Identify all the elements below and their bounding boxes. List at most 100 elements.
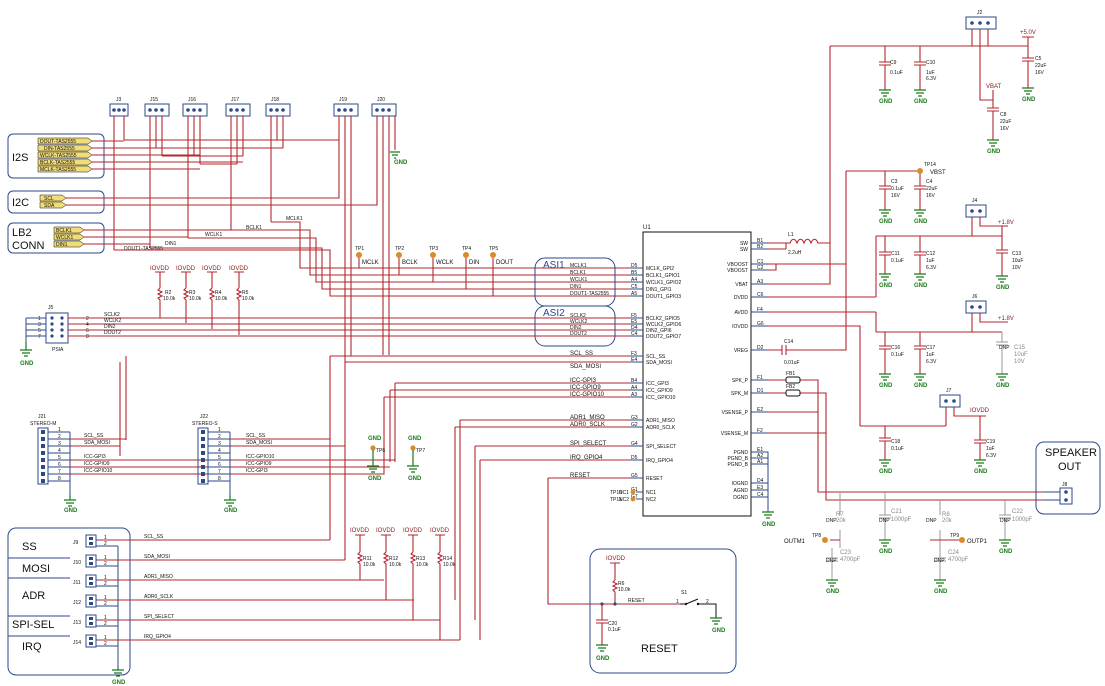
- svg-text:10V: 10V: [1014, 359, 1025, 365]
- svg-text:1: 1: [104, 635, 107, 641]
- outm-tp[interactable]: OUTM1 TP8: [784, 533, 828, 545]
- tp-2[interactable]: TP2 BCLK: [395, 246, 418, 275]
- svg-text:B2: B2: [757, 244, 763, 250]
- header-j16[interactable]: J16: [182, 97, 208, 117]
- svg-text:IOVDD: IOVDD: [970, 408, 990, 414]
- tp-3[interactable]: TP3 WCLK: [429, 246, 453, 282]
- header-j17[interactable]: J17: [225, 97, 251, 117]
- svg-text:ADR1_MISO: ADR1_MISO: [144, 574, 173, 580]
- svg-text:10.0k: 10.0k: [389, 562, 402, 568]
- svg-text:C20: C20: [608, 621, 617, 627]
- i2s-title: I2S: [12, 152, 29, 164]
- svg-text:C19: C19: [986, 439, 995, 445]
- u1-ground-pins: [751, 451, 769, 512]
- svg-text:PGND_B: PGND_B: [727, 462, 748, 468]
- svg-text:L1: L1: [788, 232, 794, 238]
- svg-text:10.0k: 10.0k: [363, 562, 376, 568]
- i2s-port-list: DOUT-TAS2555 DIN-TAS2555 WCLK-TAS2555 BC…: [37, 137, 93, 173]
- svg-text:16V: 16V: [1035, 70, 1045, 76]
- svg-text:IRQ_GPIO4: IRQ_GPIO4: [144, 634, 171, 640]
- svg-text:G4: G4: [631, 441, 638, 447]
- connector-j5[interactable]: J5 1 3 5 7 2 4 6 8 PSIA: [38, 305, 89, 353]
- header-j19[interactable]: J19: [333, 97, 359, 117]
- svg-text:ICC-GPI3: ICC-GPI3: [84, 454, 106, 460]
- connector-j6[interactable]: J6: [965, 294, 987, 314]
- ic-u1[interactable]: U1: [642, 225, 752, 517]
- svg-text:GND: GND: [914, 383, 928, 389]
- svg-text:B1: B1: [757, 238, 763, 244]
- svg-text:C15: C15: [1014, 345, 1026, 351]
- svg-text:6: 6: [86, 328, 89, 334]
- svg-text:WCLK: WCLK: [436, 260, 453, 266]
- svg-text:0.1uF: 0.1uF: [891, 186, 904, 192]
- svg-text:DIN2_GPI6: DIN2_GPI6: [646, 328, 672, 334]
- asi2-nets: [68, 317, 630, 337]
- tp-4[interactable]: TP4 DIN: [462, 246, 479, 289]
- svg-text:1: 1: [38, 316, 41, 322]
- svg-text:D5: D5: [631, 263, 638, 269]
- connector-j4[interactable]: J4: [965, 198, 987, 218]
- svg-text:16V: 16V: [891, 193, 901, 199]
- dnp-network: DNP R7 20k DNP C21 1000pF DNP R8 20k DNP…: [826, 492, 1033, 595]
- svg-text:J10: J10: [73, 560, 81, 566]
- svg-text:1uF: 1uF: [926, 70, 935, 76]
- connector-j21[interactable]: J21 STEREO-M 1 2 3 4 5 6 7 8: [30, 414, 70, 485]
- tp-5[interactable]: TP5 DOUT: [489, 246, 513, 296]
- svg-text:A3: A3: [757, 279, 763, 285]
- control-nets: [119, 355, 630, 479]
- svg-text:DNP: DNP: [1000, 518, 1011, 524]
- svg-text:1uF: 1uF: [926, 258, 935, 264]
- port-sda: SDA: [44, 203, 55, 209]
- svg-text:NC1: NC1: [619, 490, 629, 496]
- svg-text:DIN2: DIN2: [570, 325, 582, 331]
- svg-text:4: 4: [58, 448, 61, 454]
- svg-text:R14: R14: [443, 556, 452, 562]
- header-j18[interactable]: J18: [265, 97, 291, 117]
- connector-j7[interactable]: J7: [939, 388, 961, 408]
- header-ref: J20: [377, 97, 385, 103]
- header-j20[interactable]: J20: [371, 97, 397, 117]
- svg-text:ICC_GPIO9: ICC_GPIO9: [646, 388, 673, 394]
- reset-switch-s1[interactable]: S1 1 2: [676, 590, 717, 618]
- svg-text:8: 8: [218, 476, 221, 482]
- connector-j8[interactable]: J8: [1044, 482, 1073, 505]
- svg-text:16V: 16V: [926, 193, 936, 199]
- connector-j22[interactable]: J22 STEREO-S 1 2 3 4 5 6 7 8: [192, 414, 230, 485]
- connector-j2[interactable]: J2: [965, 10, 997, 30]
- svg-text:AVDD: AVDD: [734, 310, 748, 316]
- svg-text:GND: GND: [914, 99, 928, 105]
- asi2-box: [534, 305, 616, 347]
- svg-text:IOGND: IOGND: [732, 481, 749, 487]
- svg-text:C17: C17: [926, 345, 935, 351]
- svg-text:GND: GND: [112, 680, 126, 686]
- svg-text:GND: GND: [987, 149, 1001, 155]
- svg-text:1: 1: [104, 615, 107, 621]
- svg-text:F3: F3: [631, 351, 637, 357]
- header-j15[interactable]: J15: [144, 97, 170, 117]
- svg-text:TP4: TP4: [462, 246, 471, 252]
- outp-tp[interactable]: OUTP1 TP9: [940, 533, 988, 545]
- svg-text:1: 1: [218, 427, 221, 433]
- svg-text:GND: GND: [879, 283, 893, 289]
- svg-text:D4: D4: [757, 478, 764, 484]
- svg-text:10V: 10V: [1012, 265, 1022, 271]
- svg-text:2: 2: [218, 434, 221, 440]
- svg-text:AGND: AGND: [734, 488, 749, 494]
- svg-text:0.1uF: 0.1uF: [891, 258, 904, 264]
- tp-1[interactable]: TP1 MCLK: [355, 246, 379, 268]
- net-dout1: DOUT1-TAS2555: [124, 246, 163, 252]
- svg-text:SS: SS: [22, 541, 37, 553]
- svg-text:8: 8: [86, 334, 89, 340]
- header-j3[interactable]: J3: [109, 97, 129, 117]
